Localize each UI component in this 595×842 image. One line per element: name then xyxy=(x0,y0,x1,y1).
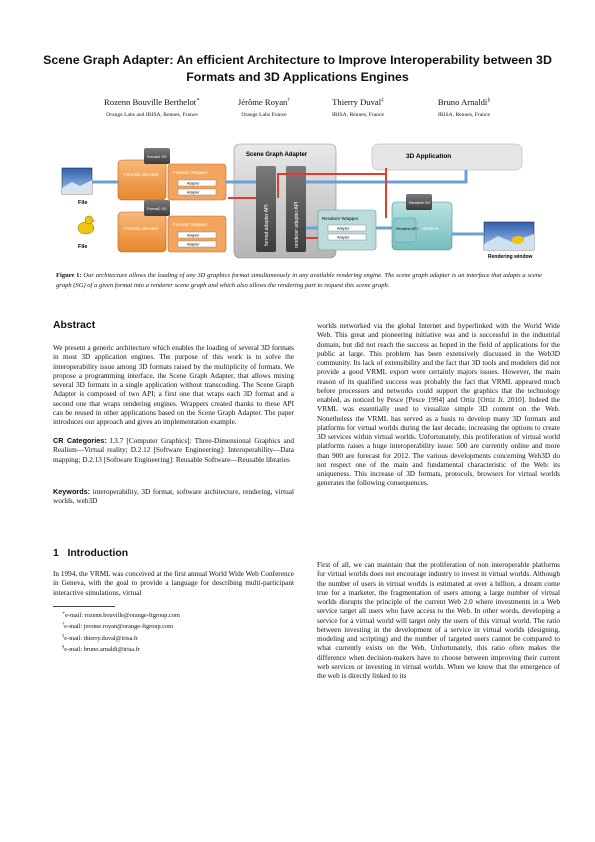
architecture-figure: File File Format1 decoder Format1 SG For… xyxy=(56,138,576,268)
red-flow-arrows xyxy=(228,168,387,239)
caption-label: Figure 1: xyxy=(56,272,82,279)
cr-categories: CR Categories: I.3.7 [Computer Graphics]… xyxy=(53,436,294,465)
adapter-label: Adapter xyxy=(187,234,200,238)
renderer-label: renderer xyxy=(422,226,439,231)
adapter-box xyxy=(177,188,217,196)
renderer-sg-box xyxy=(406,194,432,210)
author-name: Bruno Arnaldi§ xyxy=(437,96,491,107)
footnote-rule xyxy=(53,606,115,607)
introduction-paragraph-right-2: First of all, we can maintain that the p… xyxy=(317,561,560,680)
file-2-thumbnail xyxy=(77,215,96,235)
rendering-window-label: Rendering window xyxy=(488,254,533,260)
adapter-box xyxy=(327,233,367,241)
file-2-label: File xyxy=(78,244,87,250)
rendering-window-thumbnail xyxy=(483,221,535,251)
renderer-adapter-api-label: renderer adapter API xyxy=(294,202,300,248)
introduction-paragraph-right-1: worlds networked via the global Internet… xyxy=(317,322,560,488)
keywords: Keywords: interoperability, 3D format, s… xyxy=(53,487,294,507)
format-adapter-api-label: format adapter API xyxy=(264,204,270,246)
format2-sg-label: Format2 SG xyxy=(147,207,167,211)
adapter-label: Adapter xyxy=(187,243,200,247)
footnote: †e-mail: jerome.royan@orange-ftgroup.com xyxy=(62,621,174,631)
adapter-box xyxy=(177,179,217,187)
author-affiliation: IRISA, Rennes, France xyxy=(438,111,490,118)
format1-decoder-box xyxy=(117,159,167,201)
abstract-text: We present a generic architecture which … xyxy=(53,344,294,426)
format2-sg-box xyxy=(144,200,170,216)
adapter-label: Adapter xyxy=(187,182,200,186)
keywords-label: Keywords: xyxy=(53,487,91,496)
section-number: 1 xyxy=(53,548,59,559)
caption-text: Our architecture allows the loading of a… xyxy=(56,272,542,289)
author-block-3: Thierry Duval‡ IRISA, Rennes, France xyxy=(312,95,404,119)
file-1-label: File xyxy=(78,200,87,206)
renderer-adapter-api-box xyxy=(286,166,306,252)
format2-decoder-box xyxy=(117,211,167,253)
introduction-paragraph-left: In 1994, the VRML was conceived at the f… xyxy=(53,570,294,597)
author-affiliation: Orange Labs France xyxy=(241,111,287,118)
file-1-thumbnail xyxy=(61,167,93,195)
keywords-text: interoperability, 3D format, software ar… xyxy=(53,488,294,506)
format1-decoder-label: Format1 decoder xyxy=(124,172,159,177)
format1-wrapper-label: Format1 Wrapper xyxy=(173,170,208,175)
cr-categories-label: CR Categories: xyxy=(53,436,107,445)
renderer-api-box xyxy=(393,217,417,243)
renderer-api-label: Renderer API xyxy=(396,227,418,231)
adapter-label: Adapter xyxy=(337,227,350,231)
author-affiliation: IRISA, Rennes, France xyxy=(332,111,384,118)
footnote: ∗e-mail: rozenn.bouville@orange-ftgroup.… xyxy=(62,610,180,620)
introduction-heading: 1 Introduction xyxy=(53,548,128,559)
author-block-4: Bruno Arnaldi§ IRISA, Rennes, France xyxy=(418,95,510,119)
format2-wrapper-label: Format2 Wrapper xyxy=(173,222,208,227)
adapter-box xyxy=(327,224,367,232)
cr-categories-text: I.3.7 [Computer Graphics]: Three-Dimensi… xyxy=(53,437,295,464)
adapter-box xyxy=(177,231,217,239)
footnotes: ∗e-mail: rozenn.bouville@orange-ftgroup.… xyxy=(62,609,180,655)
author-affiliation: Orange Labs and IRISA, Rennes, France xyxy=(106,111,198,118)
figure-caption: Figure 1: Our architecture allows the lo… xyxy=(56,271,542,290)
format-adapter-api-box xyxy=(256,166,276,252)
format1-sg-box xyxy=(144,148,170,164)
footnote: ‡e-mail: thierry.duval@irisa.fr xyxy=(62,632,139,642)
blue-flow-arrows xyxy=(92,170,484,236)
footnote: §e-mail: bruno.arnaldi@irisa.fr xyxy=(62,644,140,654)
scene-graph-adapter-label: Scene Graph Adapter xyxy=(246,152,308,158)
author-name: Thierry Duval‡ xyxy=(332,96,384,107)
adapter-box xyxy=(177,240,217,248)
author-block-1: Rozenn Bouville Berthelot∗ Orange Labs a… xyxy=(92,95,212,119)
renderer-sg-label: Renderer SG xyxy=(409,201,430,205)
section-title: Introduction xyxy=(67,548,129,559)
author-name: Jérôme Royan† xyxy=(237,96,291,107)
3d-application-box xyxy=(371,143,523,171)
abstract-heading: Abstract xyxy=(53,320,96,331)
renderer-wrapper-label: Renderer Wrapper xyxy=(322,216,359,221)
adapter-label: Adapter xyxy=(187,191,200,195)
author-name: Rozenn Bouville Berthelot∗ xyxy=(104,96,200,107)
format1-sg-label: Format1 SG xyxy=(147,155,167,159)
author-block-2: Jérôme Royan† Orange Labs France xyxy=(220,95,308,119)
paper-title: Scene Graph Adapter: An efficient Archit… xyxy=(43,53,552,84)
3d-application-label: 3D Application xyxy=(406,153,451,160)
adapter-label: Adapter xyxy=(337,236,350,240)
format2-decoder-label: Format2 decoder xyxy=(124,226,159,231)
